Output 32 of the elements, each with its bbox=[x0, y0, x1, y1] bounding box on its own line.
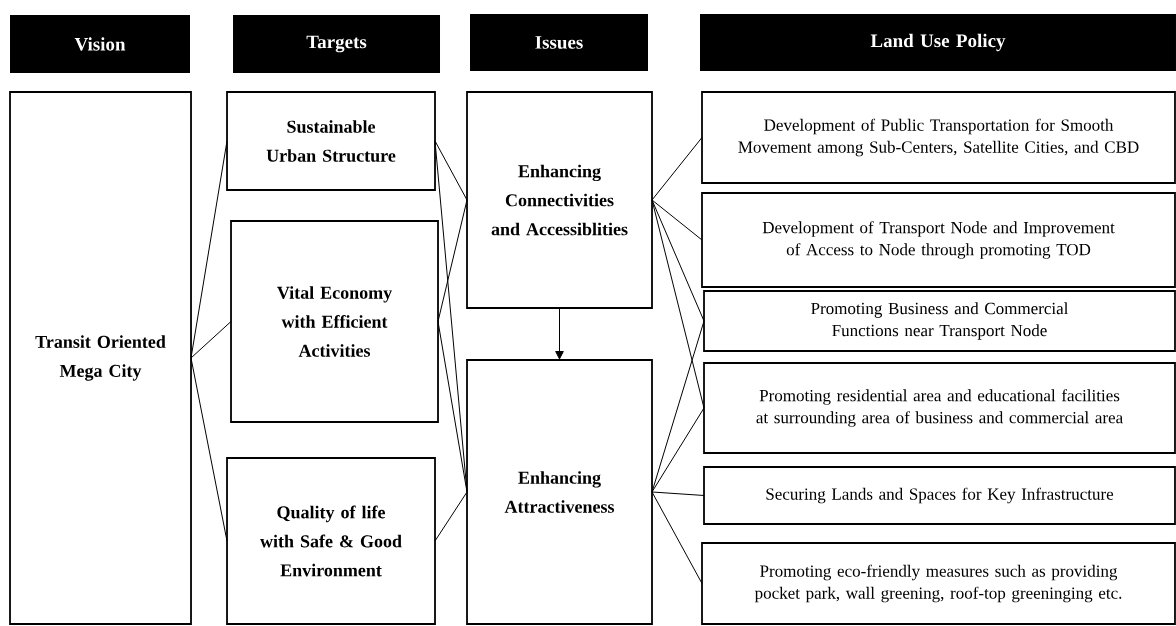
vision-box: Transit Oriented Mega City bbox=[9, 91, 192, 625]
connector-line bbox=[434, 491, 468, 542]
connector-line bbox=[651, 320, 705, 493]
target-box: Vital Economy with Efficient Activities bbox=[230, 220, 439, 423]
connector-line bbox=[651, 199, 705, 322]
connector-line bbox=[651, 199, 703, 241]
policy-box: Promoting eco-friendly measures such as providing pocket park, wall greening, roof-top greeninging etc. bbox=[701, 542, 1176, 625]
policy-box: Development of Transport Node and Improvement of Access to Node through promoting TOD bbox=[701, 192, 1176, 288]
issue-box: Enhancing Attractiveness bbox=[466, 359, 653, 625]
column-header: Vision bbox=[10, 15, 190, 73]
connector-line bbox=[190, 140, 228, 359]
policy-box: Development of Public Transportation for Smooth Movement among Sub-Centers, Satellite Cities, and CBD bbox=[701, 91, 1176, 184]
connector-line bbox=[651, 491, 703, 584]
connector-line bbox=[651, 491, 705, 496]
issue-box: Enhancing Connectivities and Accessiblities bbox=[466, 91, 653, 309]
column-header: Land Use Policy bbox=[700, 14, 1176, 71]
policy-box: Promoting Business and Commercial Functions near Transport Node bbox=[703, 290, 1176, 352]
policy-box: Promoting residential area and educational facilities at surrounding area of business and commercial area bbox=[703, 362, 1176, 454]
connector-line bbox=[651, 407, 705, 493]
connector-line bbox=[437, 321, 468, 493]
connector-line bbox=[190, 321, 232, 359]
policy-box: Securing Lands and Spaces for Key Infrastructure bbox=[703, 466, 1176, 525]
connector-line bbox=[437, 199, 468, 322]
target-box: Quality of life with Safe & Good Environment bbox=[226, 457, 436, 625]
connector-line bbox=[651, 137, 703, 201]
connector-line bbox=[190, 357, 228, 542]
connector-line bbox=[434, 140, 468, 201]
arrow bbox=[555, 307, 564, 360]
column-header: Targets bbox=[233, 15, 440, 73]
column-header: Issues bbox=[470, 14, 648, 71]
target-box: Sustainable Urban Structure bbox=[226, 91, 436, 191]
connector-line bbox=[651, 199, 705, 409]
